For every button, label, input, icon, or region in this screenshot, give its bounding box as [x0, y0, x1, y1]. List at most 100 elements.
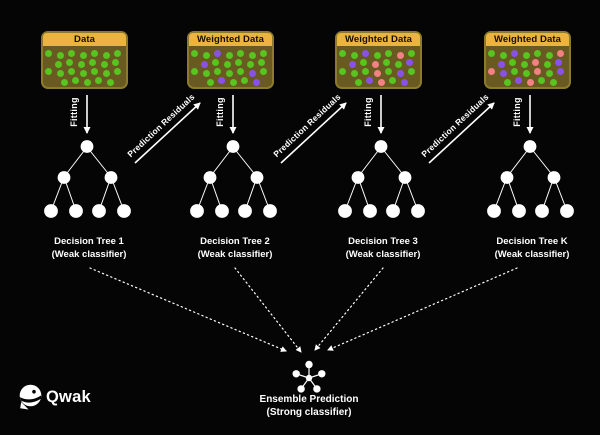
data-point-dot: [503, 79, 511, 87]
data-point-dot: [497, 60, 505, 68]
data-point-dot: [543, 60, 551, 68]
data-point-dot: [91, 68, 98, 76]
data-point-dot: [60, 79, 68, 87]
data-point-dot: [89, 58, 97, 66]
data-box-title: Weighted Data: [337, 33, 420, 46]
data-point-dot: [385, 68, 392, 76]
data-point-dot: [102, 70, 110, 78]
data-point-dot: [406, 58, 414, 66]
data-point-dot: [526, 79, 534, 87]
data-point-dot: [235, 58, 243, 66]
data-point-dot: [394, 60, 402, 68]
data-point-dot: [191, 49, 198, 57]
data-point-dot: [68, 49, 75, 57]
data-point-dot: [218, 77, 225, 85]
data-point-dot: [248, 51, 256, 59]
data-point-dot: [83, 79, 91, 87]
data-point-dot: [534, 49, 541, 57]
data-point-dot: [45, 68, 52, 76]
data-point-dot: [511, 49, 518, 57]
ensemble-title: Ensemble Prediction: [259, 394, 359, 405]
data-box-title: Data: [43, 33, 126, 46]
tree-label: Decision Tree K (Weak classifier): [472, 236, 592, 261]
data-points: [337, 46, 420, 87]
data-point-dot: [515, 77, 522, 85]
tree-label: Decision Tree 2 (Weak classifier): [175, 236, 295, 261]
data-point-dot: [202, 70, 210, 78]
data-points: [189, 46, 272, 87]
tree-subtitle: (Weak classifier): [197, 248, 273, 260]
data-point-dot: [95, 77, 102, 85]
data-point-dot: [225, 70, 233, 78]
data-point-dot: [350, 51, 358, 59]
data-point-dot: [106, 79, 114, 87]
fitting-label: Fitting: [215, 97, 225, 127]
fitting-label: Fitting: [512, 97, 522, 127]
data-point-dot: [258, 58, 266, 66]
data-points: [43, 46, 126, 87]
data-point-dot: [389, 77, 396, 85]
data-box-title: Weighted Data: [189, 33, 272, 46]
decision-tree: [44, 140, 574, 218]
data-point-dot: [362, 49, 369, 57]
data-point-dot: [202, 51, 210, 59]
data-point-dot: [260, 49, 267, 57]
tree-label: Decision Tree 3 (Weak classifier): [323, 236, 443, 261]
data-point-dot: [360, 58, 368, 66]
tree-name: Decision Tree K: [496, 236, 568, 247]
data-point-dot: [68, 68, 75, 76]
tree-name: Decision Tree 3: [348, 236, 418, 247]
data-point-dot: [223, 60, 231, 68]
data-point-dot: [373, 51, 381, 59]
data-point-dot: [102, 51, 110, 59]
data-point-dot: [545, 70, 553, 78]
residual-arrow: [134, 102, 495, 164]
data-point-dot: [214, 49, 221, 57]
ensemble-arrow: [89, 267, 518, 353]
data-point-dot: [385, 49, 392, 57]
data-point-dot: [348, 60, 356, 68]
data-point-dot: [100, 60, 108, 68]
data-point-dot: [511, 68, 518, 76]
data-point-dot: [549, 79, 557, 87]
data-point-dot: [520, 60, 528, 68]
data-point-dot: [522, 70, 530, 78]
data-point-dot: [91, 49, 98, 57]
data-point-dot: [229, 79, 237, 87]
data-point-dot: [66, 58, 74, 66]
data-point-dot: [72, 77, 79, 85]
data-point-dot: [339, 49, 346, 57]
qwak-duck-icon: [19, 384, 42, 410]
tree-label: Decision Tree 1 (Weak classifier): [29, 236, 149, 261]
fitting-label: Fitting: [69, 97, 79, 127]
data-point-dot: [248, 70, 256, 78]
data-point-dot: [488, 68, 495, 76]
fitting-label: Fitting: [363, 97, 373, 127]
data-box-title: Weighted Data: [486, 33, 569, 46]
data-point-dot: [555, 58, 563, 66]
tree-subtitle: (Weak classifier): [51, 248, 127, 260]
data-point-dot: [206, 79, 214, 87]
ensemble-label: Ensemble Prediction (Strong classifier): [219, 394, 399, 419]
ensemble-subtitle: (Strong classifier): [266, 406, 352, 418]
data-point-dot: [538, 77, 545, 85]
data-point-dot: [246, 60, 254, 68]
tree-subtitle: (Weak classifier): [494, 248, 570, 260]
tree-name: Decision Tree 1: [54, 236, 124, 247]
data-point-dot: [237, 68, 244, 76]
data-point-dot: [191, 68, 198, 76]
data-point-dot: [225, 51, 233, 59]
data-point-dot: [260, 68, 267, 76]
data-point-dot: [499, 70, 507, 78]
data-point-dot: [354, 79, 362, 87]
data-box: Weighted Data: [187, 31, 274, 89]
network-hub-icon: [292, 360, 326, 393]
fitting-arrow: [83, 95, 534, 134]
data-point-dot: [241, 77, 248, 85]
data-point-dot: [509, 58, 517, 66]
data-point-dot: [339, 68, 346, 76]
data-point-dot: [557, 68, 564, 76]
data-point-dot: [408, 49, 415, 57]
data-point-dot: [214, 68, 221, 76]
